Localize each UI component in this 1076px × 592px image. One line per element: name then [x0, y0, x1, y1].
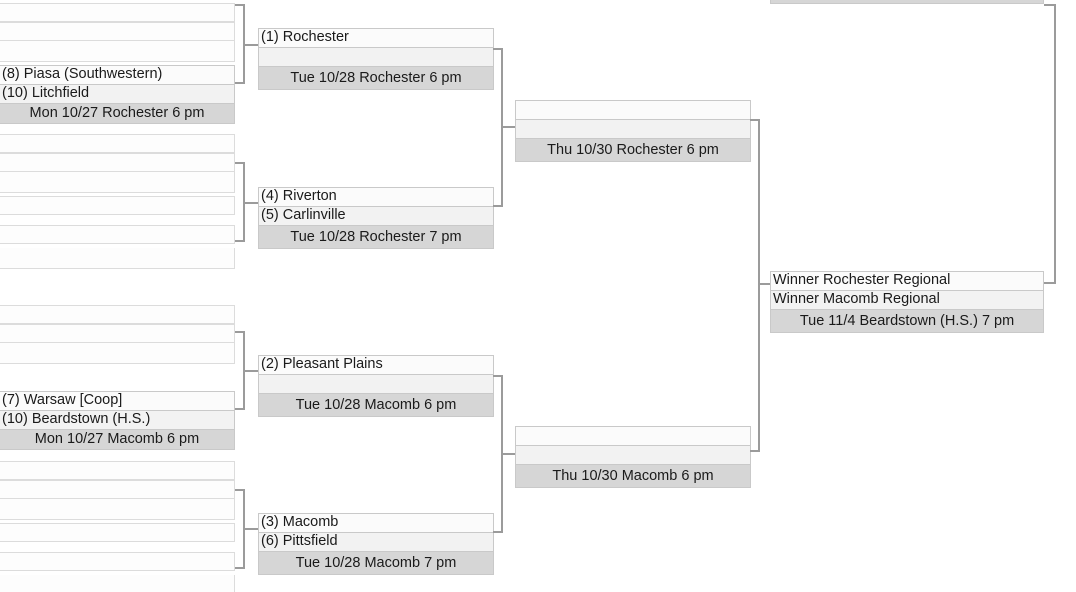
r3-game-1: Thu 10/30 Rochester 6 pm — [515, 100, 751, 162]
r2-game-4-info: Tue 10/28 Macomb 7 pm — [258, 551, 494, 575]
r2-game-4-team2[interactable]: (6) Pittsfield — [258, 532, 494, 551]
r2-game-4: (3) Macomb (6) Pittsfield Tue 10/28 Maco… — [258, 513, 494, 575]
connector-final-out — [758, 283, 772, 285]
connector-r1-a-out — [243, 44, 259, 46]
r1-game-8-team2[interactable] — [0, 552, 235, 571]
r1-game-1-team2[interactable] — [0, 22, 235, 41]
r3-game-1-team2[interactable] — [515, 119, 751, 138]
r2-game-3: (2) Pleasant Plains Tue 10/28 Macomb 6 p… — [258, 355, 494, 417]
final-game-team2[interactable]: Winner Macomb Regional — [770, 290, 1044, 309]
connector-r1-b-bottom-stub — [235, 240, 245, 242]
connector-r2-bottom-out — [501, 453, 517, 455]
connector-r1-b-out — [243, 202, 259, 204]
final-game-info: Tue 11/4 Beardstown (H.S.) 7 pm — [770, 309, 1044, 333]
r1-game-7-team1[interactable] — [0, 461, 235, 480]
r1-game-2-team1[interactable]: (8) Piasa (Southwestern) — [0, 65, 235, 84]
connector-r1-d-top-stub — [235, 489, 245, 491]
r2-game-3-team2[interactable] — [258, 374, 494, 393]
r2-game-2-team1[interactable]: (4) Riverton — [258, 187, 494, 206]
r2-game-3-info: Tue 10/28 Macomb 6 pm — [258, 393, 494, 417]
r1-game-5-info — [0, 343, 235, 364]
r1-game-2: (8) Piasa (Southwestern) (10) Litchfield… — [0, 65, 235, 124]
r1-game-3-team2[interactable] — [0, 153, 235, 172]
r3-game-2: Thu 10/30 Macomb 6 pm — [515, 426, 751, 488]
connector-final-stub-top — [750, 119, 760, 121]
r1-game-8-info — [0, 575, 235, 592]
r1-game-2-team2[interactable]: (10) Litchfield — [0, 84, 235, 103]
connector-r1-d-out — [243, 528, 259, 530]
r1-game-3-info — [0, 172, 235, 193]
r1-game-7-team2[interactable] — [0, 480, 235, 499]
connector-champion-vertical — [1054, 4, 1056, 284]
r1-game-4-team1[interactable] — [0, 196, 235, 215]
connector-r2-top-out — [501, 126, 517, 128]
connector-r1-a-top-stub — [235, 4, 245, 6]
r2-game-3-team1[interactable]: (2) Pleasant Plains — [258, 355, 494, 374]
connector-final-vertical — [758, 119, 760, 452]
r3-game-2-team2[interactable] — [515, 445, 751, 464]
r1-game-6-team1[interactable]: (7) Warsaw [Coop] — [0, 391, 235, 410]
final-game-team1[interactable]: Winner Rochester Regional — [770, 271, 1044, 290]
connector-r1-c-top-stub — [235, 331, 245, 333]
r2-game-1: (1) Rochester Tue 10/28 Rochester 6 pm — [258, 28, 494, 90]
connector-champion-stub-top — [1044, 4, 1056, 6]
r3-game-2-info: Thu 10/30 Macomb 6 pm — [515, 464, 751, 488]
r1-game-6-info: Mon 10/27 Macomb 6 pm — [0, 429, 235, 450]
final-game: Winner Rochester Regional Winner Macomb … — [770, 271, 1044, 333]
connector-r2-top-stub-a — [493, 48, 503, 50]
r1-game-6-team2[interactable]: (10) Beardstown (H.S.) — [0, 410, 235, 429]
r1-game-8-team1[interactable] — [0, 523, 235, 542]
r2-game-2-info: Tue 10/28 Rochester 7 pm — [258, 225, 494, 249]
r3-game-2-team1[interactable] — [515, 426, 751, 445]
r1-game-6: (7) Warsaw [Coop] (10) Beardstown (H.S.)… — [0, 391, 235, 450]
r1-game-2-info: Mon 10/27 Rochester 6 pm — [0, 103, 235, 124]
connector-r2-bottom-stub-b — [493, 531, 503, 533]
r1-game-4-info — [0, 248, 235, 269]
connector-champion-stub-bottom — [1044, 282, 1056, 284]
r1-game-5-team1[interactable] — [0, 305, 235, 324]
connector-r1-b-top-stub — [235, 162, 245, 164]
connector-r2-top-stub-b — [493, 205, 503, 207]
r1-game-1-info — [0, 41, 235, 62]
connector-r1-d-bottom-stub — [235, 567, 245, 569]
top-clipped-info-bar — [770, 0, 1044, 4]
r2-game-2-team2[interactable]: (5) Carlinville — [258, 206, 494, 225]
r2-game-1-team1[interactable]: (1) Rochester — [258, 28, 494, 47]
r2-game-1-info: Tue 10/28 Rochester 6 pm — [258, 66, 494, 90]
connector-r1-a-bottom-stub — [235, 82, 245, 84]
r1-game-1-team1[interactable] — [0, 3, 235, 22]
r1-game-4-team2[interactable] — [0, 225, 235, 244]
r3-game-1-team1[interactable] — [515, 100, 751, 119]
connector-r1-c-out — [243, 370, 259, 372]
connector-r1-c-bottom-stub — [235, 408, 245, 410]
r1-game-3-team1[interactable] — [0, 134, 235, 153]
r1-game-5-team2[interactable] — [0, 324, 235, 343]
connector-r2-bottom-stub-a — [493, 375, 503, 377]
r3-game-1-info: Thu 10/30 Rochester 6 pm — [515, 138, 751, 162]
r2-game-4-team1[interactable]: (3) Macomb — [258, 513, 494, 532]
r2-game-2: (4) Riverton (5) Carlinville Tue 10/28 R… — [258, 187, 494, 249]
connector-final-stub-bottom — [750, 450, 760, 452]
r2-game-1-team2[interactable] — [258, 47, 494, 66]
r1-game-7-info — [0, 499, 235, 520]
